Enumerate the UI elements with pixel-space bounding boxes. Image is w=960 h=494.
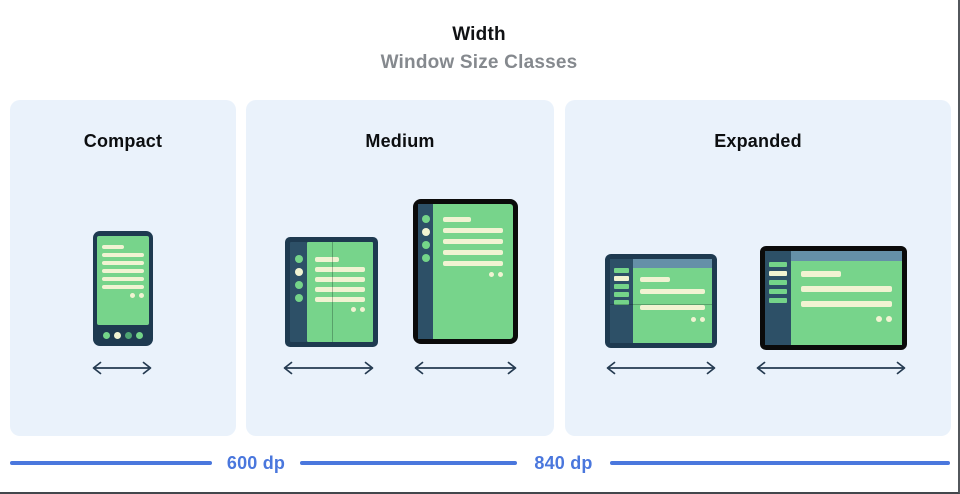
nav-rail bbox=[290, 242, 307, 342]
action-dot bbox=[700, 317, 705, 322]
nav-rail bbox=[418, 204, 433, 339]
width-range-arrow bbox=[605, 361, 717, 375]
rail-dot bbox=[421, 228, 430, 236]
rail-dot bbox=[294, 268, 303, 276]
text-line bbox=[640, 305, 705, 310]
action-dot bbox=[489, 272, 494, 277]
rail-dot bbox=[421, 254, 430, 262]
content-area bbox=[791, 251, 902, 345]
menu-line bbox=[614, 276, 629, 281]
text-line bbox=[102, 261, 144, 265]
text-line bbox=[640, 277, 670, 282]
text-line bbox=[315, 287, 365, 292]
text-line bbox=[443, 239, 503, 244]
action-dot bbox=[130, 293, 135, 298]
page-title: Width bbox=[452, 24, 506, 45]
panel-compact: Compact bbox=[10, 100, 236, 436]
breakpoint-line-segment bbox=[610, 461, 950, 465]
text-line bbox=[443, 217, 471, 222]
action-dot bbox=[886, 316, 892, 322]
app-header-bar bbox=[791, 251, 902, 261]
rail-dot bbox=[421, 241, 430, 249]
action-dots bbox=[315, 307, 365, 312]
foldable-landscape-icon bbox=[605, 254, 717, 348]
breakpoint-label-600dp: 600 dp bbox=[226, 453, 286, 473]
phone-screen bbox=[97, 236, 149, 325]
width-range-arrow bbox=[755, 361, 907, 375]
text-line bbox=[801, 286, 892, 292]
action-dot bbox=[691, 317, 696, 322]
panel-medium-label: Medium bbox=[365, 131, 435, 151]
text-line bbox=[102, 285, 144, 289]
panel-compact-label: Compact bbox=[83, 131, 163, 151]
text-line bbox=[443, 228, 503, 233]
text-line bbox=[443, 250, 503, 255]
fold-crease bbox=[331, 242, 333, 342]
phone-portrait-icon bbox=[93, 231, 153, 346]
menu-line bbox=[614, 292, 629, 297]
action-dots bbox=[443, 272, 503, 277]
nav-dot bbox=[125, 332, 132, 339]
text-line bbox=[315, 297, 365, 302]
breakpoint-line-segment bbox=[10, 461, 212, 465]
menu-line bbox=[614, 268, 629, 273]
content-area bbox=[633, 259, 712, 343]
panel-expanded: Expanded bbox=[565, 100, 951, 436]
tablet-portrait-icon bbox=[413, 199, 518, 344]
action-dot bbox=[876, 316, 882, 322]
main-content bbox=[633, 268, 712, 343]
action-dot bbox=[360, 307, 365, 312]
rail-dot bbox=[421, 215, 430, 223]
menu-line bbox=[769, 271, 787, 276]
rail-dot bbox=[294, 255, 303, 263]
rail-dot bbox=[294, 281, 303, 289]
nav-dot bbox=[103, 332, 110, 339]
menu-line bbox=[769, 298, 787, 303]
menu-line bbox=[769, 280, 787, 285]
foldable-screen bbox=[307, 242, 373, 342]
action-dots bbox=[640, 317, 705, 322]
action-dot bbox=[498, 272, 503, 277]
menu-line bbox=[614, 300, 629, 305]
breakpoint-line-segment bbox=[300, 461, 517, 465]
text-line bbox=[801, 271, 841, 277]
text-line bbox=[315, 257, 339, 262]
breakpoint-label-840dp: 840 dp bbox=[534, 453, 593, 473]
fold-crease bbox=[610, 304, 712, 305]
text-line bbox=[801, 301, 892, 307]
panel-expanded-label: Expanded bbox=[714, 131, 802, 151]
page-subtitle: Window Size Classes bbox=[380, 52, 578, 73]
text-line bbox=[640, 289, 705, 294]
menu-line bbox=[769, 262, 787, 267]
action-dot bbox=[351, 307, 356, 312]
text-line bbox=[443, 261, 503, 266]
width-range-arrow bbox=[91, 361, 153, 375]
menu-line bbox=[614, 284, 629, 289]
text-line bbox=[102, 253, 144, 257]
menu-line bbox=[769, 289, 787, 294]
sidebar bbox=[610, 259, 633, 343]
main-content bbox=[791, 261, 902, 345]
text-line bbox=[102, 245, 124, 249]
nav-dot bbox=[114, 332, 121, 339]
sidebar bbox=[765, 251, 791, 345]
text-line bbox=[102, 277, 144, 281]
tablet-landscape-icon bbox=[760, 246, 907, 350]
panel-medium: Medium bbox=[246, 100, 554, 436]
action-dots bbox=[102, 293, 144, 298]
width-range-arrow bbox=[413, 361, 518, 375]
app-header-bar bbox=[633, 259, 712, 268]
action-dots bbox=[801, 316, 892, 322]
text-line bbox=[315, 267, 365, 272]
nav-dot bbox=[136, 332, 143, 339]
action-dot bbox=[139, 293, 144, 298]
tablet-screen bbox=[433, 204, 513, 339]
phone-nav-bar bbox=[97, 325, 149, 346]
width-range-arrow bbox=[282, 361, 375, 375]
text-line bbox=[102, 269, 144, 273]
rail-dot bbox=[294, 294, 303, 302]
text-line bbox=[315, 277, 365, 282]
foldable-portrait-icon bbox=[285, 237, 378, 347]
